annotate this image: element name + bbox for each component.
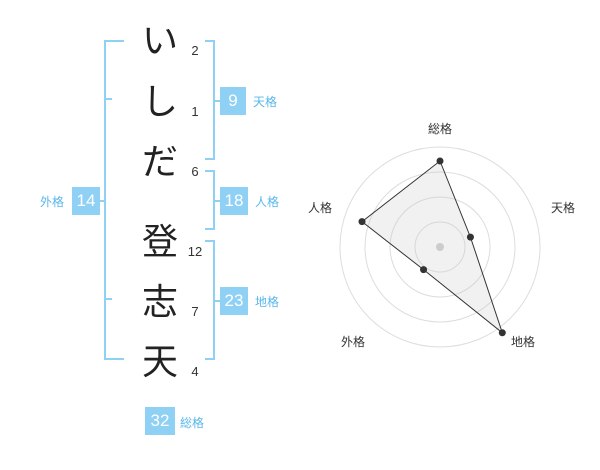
radar-ring-2	[389, 196, 491, 298]
jinkaku-value: 18	[220, 187, 248, 215]
radar-label-gaikaku: 外格	[341, 334, 365, 349]
tenkaku-value: 9	[220, 87, 246, 115]
jinkaku-label: 人格	[255, 195, 280, 209]
radar-polygon	[361, 160, 504, 335]
radar-ring-3	[364, 171, 516, 323]
name-char-4: 登	[141, 222, 178, 263]
gaikaku-inner-tick-1	[104, 98, 112, 100]
stroke-count-6: 4	[191, 364, 199, 379]
tenkaku-tick	[213, 100, 221, 102]
stroke-count-3: 6	[191, 164, 199, 179]
name-char-2: し	[141, 82, 178, 123]
radar-point-4	[420, 266, 428, 274]
radar-point-3	[498, 329, 506, 337]
radar-label-chikaku: 地格	[511, 334, 535, 349]
radar-label-soukaku: 総格	[428, 121, 452, 136]
soukaku-label: 総格	[180, 416, 205, 430]
chikaku-tick	[213, 300, 221, 302]
radar-points	[358, 157, 506, 337]
jinkaku-tick	[213, 200, 221, 202]
radar-point-1	[436, 157, 444, 165]
radar-center-dot	[436, 243, 444, 251]
tenkaku-label: 天格	[253, 95, 278, 109]
radar-point-5	[358, 218, 366, 226]
stroke-count-4: 12	[187, 244, 203, 259]
gaikaku-tick	[98, 200, 106, 202]
radar-label-jinkaku: 人格	[308, 200, 332, 215]
gaikaku-label: 外格	[40, 195, 65, 209]
stroke-count-2: 1	[191, 104, 199, 119]
stroke-count-1: 2	[191, 43, 199, 58]
soukaku-value: 32	[145, 407, 175, 435]
radar-rings	[339, 146, 541, 348]
name-char-6: 天	[141, 342, 178, 383]
chikaku-label: 地格	[255, 295, 280, 309]
name-char-5: 志	[141, 282, 178, 323]
gaikaku-inner-tick-2	[104, 298, 112, 300]
gaikaku-value: 14	[72, 187, 100, 215]
radar-label-tenkaku: 天格	[551, 200, 575, 215]
name-char-1: い	[141, 21, 178, 62]
name-char-3: だ	[141, 142, 178, 183]
radar-ring-4	[339, 146, 541, 348]
radar-point-2	[466, 233, 474, 241]
stroke-count-5: 7	[191, 304, 199, 319]
chikaku-value: 23	[220, 287, 248, 315]
radar-ring-1	[414, 221, 466, 273]
